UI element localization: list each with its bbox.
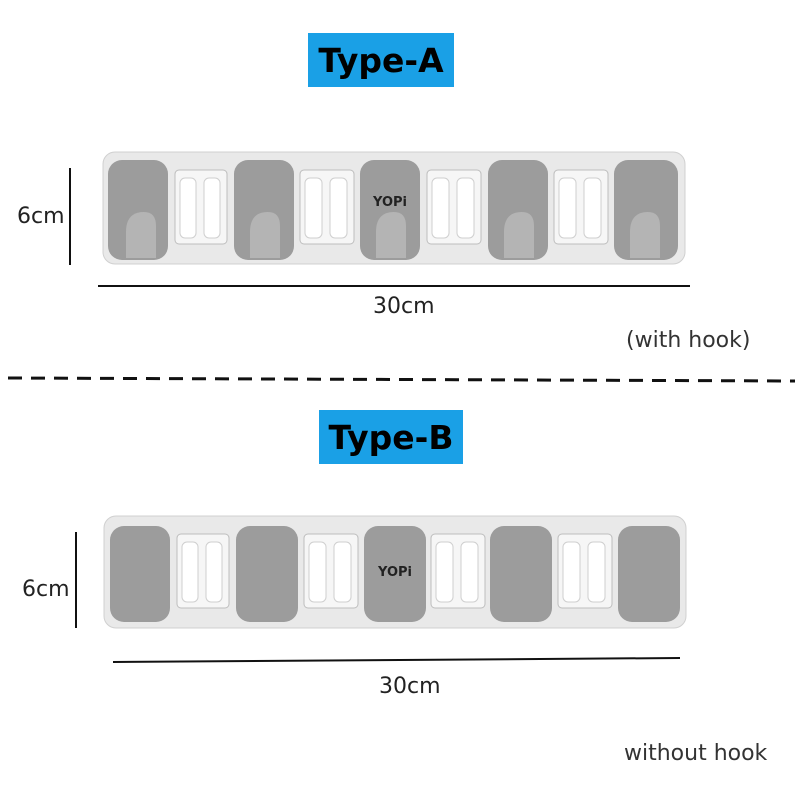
type-a-title: Type-A (318, 40, 444, 80)
type-b-width-line (112, 657, 681, 663)
type-b-pad (236, 526, 298, 622)
type-a-pad (360, 160, 420, 260)
type-a-slot (553, 169, 609, 245)
type-b-brand-logo: YOPi (377, 565, 412, 580)
type-b-slot (303, 533, 359, 609)
type-a-pad (488, 160, 548, 260)
type-b-slot (430, 533, 486, 609)
type-a-slot (174, 169, 228, 245)
type-b-pad (618, 526, 680, 622)
type-a-height-label: 6cm (17, 204, 65, 229)
type-a-note: (with hook) (626, 328, 751, 353)
type-a-pad (234, 160, 294, 260)
type-b-width-label: 30cm (379, 674, 441, 699)
type-b-rack: YOPi (103, 515, 687, 629)
type-a-slot (299, 169, 355, 245)
type-a-rack: YOPi (102, 151, 686, 265)
type-b-pad (110, 526, 170, 622)
type-b-slot (557, 533, 613, 609)
type-b-height-label: 6cm (22, 577, 70, 602)
type-b-pad (490, 526, 552, 622)
type-b-pad (364, 526, 426, 622)
section-divider (7, 376, 796, 383)
type-a-badge: Type-A (308, 33, 454, 87)
type-a-pad (614, 160, 678, 260)
type-b-slot (176, 533, 230, 609)
type-a-brand-logo: YOPi (372, 195, 407, 210)
type-a-slot (426, 169, 482, 245)
type-b-badge: Type-B (319, 410, 463, 464)
type-a-width-label: 30cm (373, 294, 435, 319)
type-b-title: Type-B (328, 417, 454, 457)
type-b-note: without hook (624, 741, 768, 766)
type-a-pad (108, 160, 168, 260)
